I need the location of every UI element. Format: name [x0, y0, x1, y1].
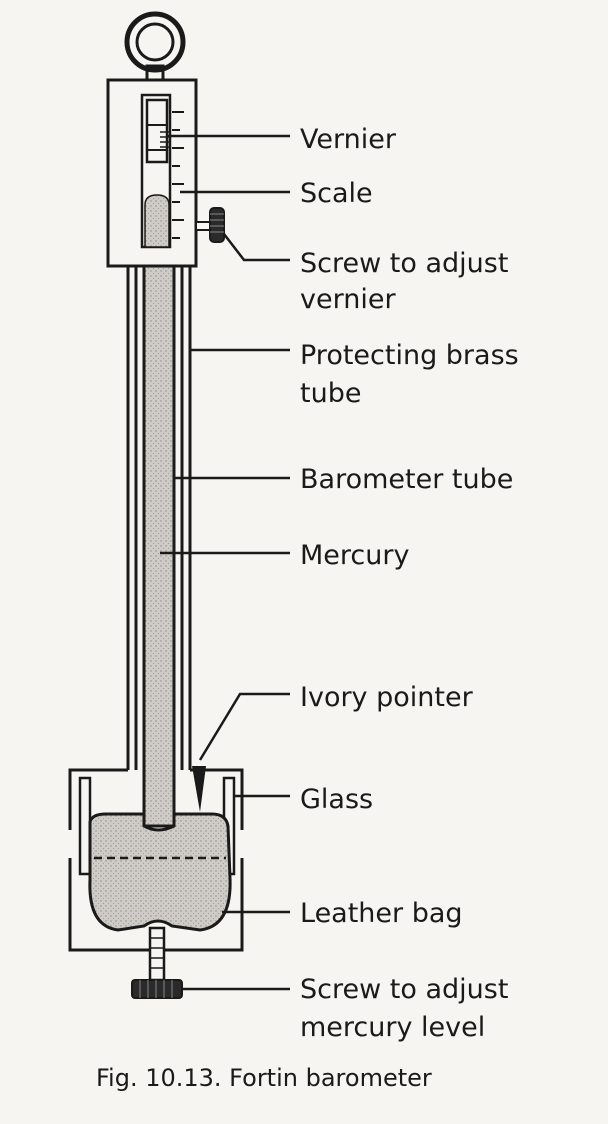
label-mercury: Mercury [300, 540, 409, 571]
barometer-tube [142, 264, 176, 828]
vernier-slider [145, 98, 170, 164]
label-screw-vernier-line1: Screw to adjust [300, 248, 508, 279]
label-vernier: Vernier [300, 124, 397, 155]
leader-lines [160, 134, 290, 991]
leader-screw-vernier [223, 233, 290, 262]
label-scale: Scale [300, 178, 373, 209]
hanging-ring [124, 11, 186, 82]
level-screw [131, 926, 183, 999]
label-screw-level-line1: Screw to adjust [300, 974, 508, 1005]
vernier-screw [195, 207, 225, 243]
label-barometer-tube: Barometer tube [300, 464, 513, 495]
label-leather-bag: Leather bag [300, 898, 463, 929]
label-brass-tube-line2: tube [300, 378, 361, 409]
leader-ivory-pointer [198, 692, 290, 761]
label-brass-tube-line1: Protecting brass [300, 340, 519, 371]
mercury-reservoir [88, 812, 232, 932]
label-screw-level-line2: mercury level [300, 1012, 485, 1043]
label-glass: Glass [300, 784, 373, 815]
brass-tube [126, 266, 192, 770]
ivory-pointer [192, 766, 206, 812]
scale-ticks [172, 111, 184, 239]
label-ivory-pointer: Ivory pointer [300, 682, 474, 713]
figure-caption: Fig. 10.13. Fortin barometer [96, 1064, 432, 1092]
label-screw-vernier-line2: vernier [300, 284, 396, 315]
